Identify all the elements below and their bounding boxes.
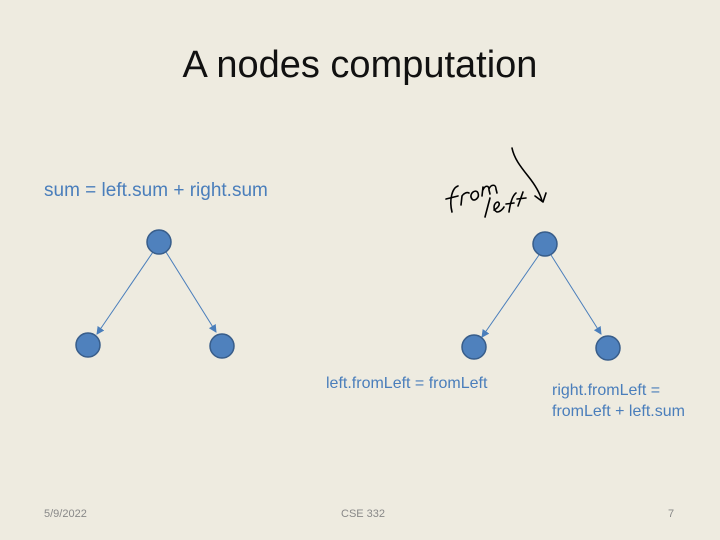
left-child-node xyxy=(461,334,487,360)
right-fromleft-formula-line2: fromLeft + left.sum xyxy=(552,403,685,420)
parent-node xyxy=(146,229,172,255)
left-child-node xyxy=(75,332,101,358)
edge-left-child xyxy=(481,254,540,338)
edge-right-child xyxy=(165,251,217,333)
left-fromleft-formula: left.fromLeft = fromLeft xyxy=(326,375,488,392)
right-child-node xyxy=(209,333,235,359)
footer-page-number: 7 xyxy=(668,508,675,520)
right-child-node xyxy=(595,335,621,361)
parent-node xyxy=(532,231,558,257)
edge-left-child xyxy=(96,251,154,335)
right-tree xyxy=(461,231,621,361)
handwritten-annotation xyxy=(445,147,547,218)
edge-right-child xyxy=(550,254,602,335)
right-fromleft-formula: right.fromLeft = fromLeft + left.sum xyxy=(552,380,717,422)
footer-date: 5/9/2022 xyxy=(44,508,87,520)
right-fromleft-formula-line1: right.fromLeft = xyxy=(552,382,661,399)
slide-title: A nodes computation xyxy=(182,44,538,86)
left-tree xyxy=(75,229,235,359)
sum-formula: sum = left.sum + right.sum xyxy=(44,180,268,201)
footer-course: CSE 332 xyxy=(341,508,386,520)
